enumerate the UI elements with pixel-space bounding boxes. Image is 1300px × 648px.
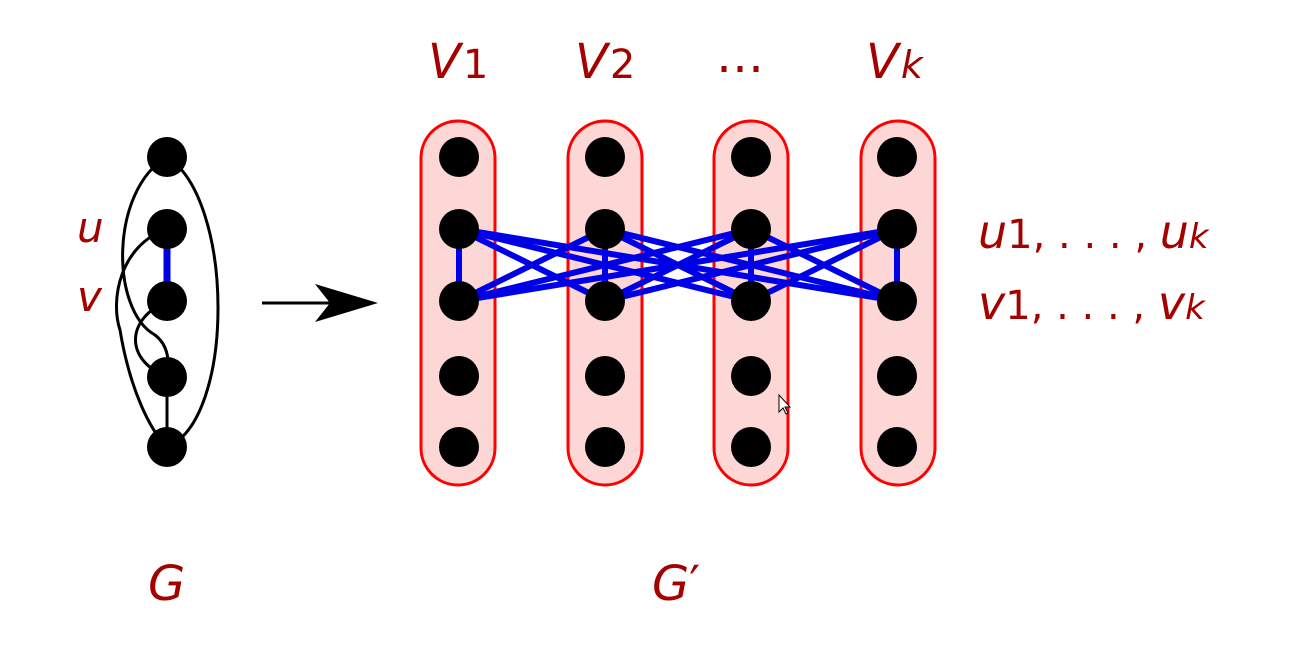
label-v-list: v1, . . . , vk: [978, 276, 1206, 330]
label-graph-g: G: [148, 556, 185, 612]
header-v1: V1: [428, 34, 488, 90]
header-v2: V2: [575, 34, 635, 90]
node-g-prime-1-2: [439, 281, 479, 321]
node-g-prime-1-3: [439, 356, 479, 396]
node-g-prime-1-4: [439, 427, 479, 467]
node-g-prime-1-0: [439, 137, 479, 177]
graph-g: [115, 137, 220, 467]
edge-g-1-4: [115, 227, 169, 449]
node-g-prime-4-4: [877, 427, 917, 467]
node-g-prime-2-3: [585, 356, 625, 396]
node-g-prime-3-4: [731, 427, 771, 467]
node-g-2: [147, 281, 187, 321]
node-g-prime-3-2: [731, 281, 771, 321]
edge-g-0-4: [166, 155, 220, 449]
node-g-1: [147, 209, 187, 249]
label-v: v: [77, 272, 103, 321]
node-g-prime-3-0: [731, 137, 771, 177]
node-g-prime-3-3: [731, 356, 771, 396]
graph-g-prime: [419, 119, 937, 487]
header-ellipsis: …: [716, 28, 764, 84]
node-g-prime-4-3: [877, 356, 917, 396]
edge-v3-u4: [749, 226, 899, 304]
edge-v1-u3: [458, 226, 752, 304]
node-g-prime-3-1: [731, 209, 771, 249]
g-prime-nodes: [439, 137, 917, 467]
node-g-prime-4-0: [877, 137, 917, 177]
edge-v1-u2: [457, 226, 607, 304]
label-u-list: u1, . . . , uk: [978, 205, 1210, 259]
node-g-prime-2-0: [585, 137, 625, 177]
label-graph-g-prime: G′: [652, 556, 700, 612]
node-g-prime-4-1: [877, 209, 917, 249]
header-vk: Vk: [866, 34, 925, 90]
node-g-3: [147, 357, 187, 397]
node-g-prime-2-4: [585, 427, 625, 467]
node-g-prime-4-2: [877, 281, 917, 321]
node-g-4: [147, 427, 187, 467]
edge-v2-u4: [604, 226, 898, 304]
edge-v2-u3: [603, 226, 753, 304]
node-g-0: [147, 137, 187, 177]
blue-edges: [456, 226, 900, 304]
arrow-icon: [262, 284, 378, 322]
label-u: u: [77, 203, 104, 252]
node-g-prime-1-1: [439, 209, 479, 249]
node-g-prime-2-1: [585, 209, 625, 249]
mouse-cursor-icon: [778, 393, 792, 415]
edge-g-0-3: [121, 155, 170, 378]
node-g-prime-2-2: [585, 281, 625, 321]
